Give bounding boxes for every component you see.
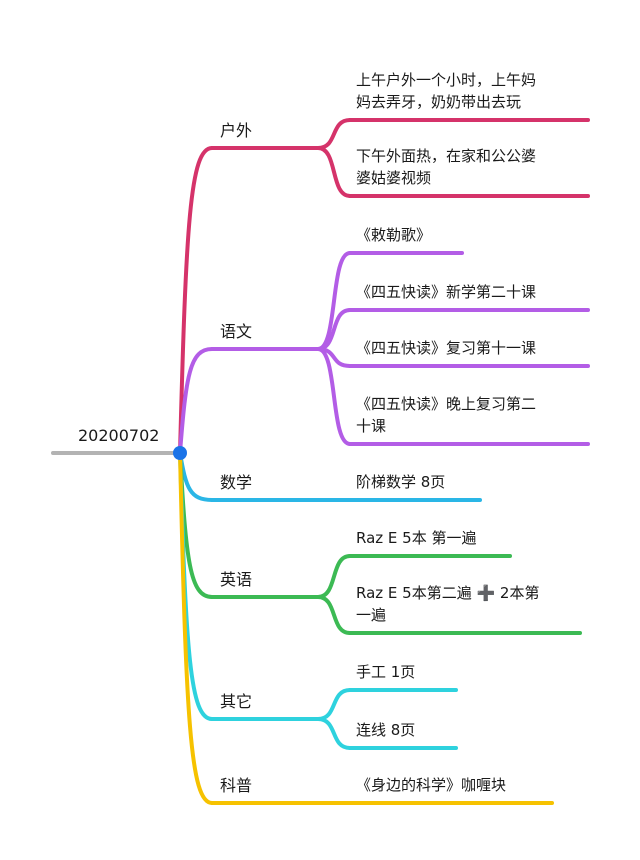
branch-connector — [178, 347, 214, 455]
leaf-text-line: 《身边的科学》咖喱块 — [356, 776, 506, 794]
root-node-dot[interactable] — [173, 446, 187, 460]
leaf-connector — [316, 717, 352, 750]
leaf-item[interactable]: Raz E 5本 第一遍 — [316, 529, 512, 599]
branch-5: 科普 《身边的科学》咖喱块 — [178, 451, 554, 805]
leaf-text-line: Raz E 5本 第一遍 — [356, 529, 476, 547]
root-label[interactable]: 20200702 — [78, 426, 159, 445]
branch-1: 语文 《敕勒歌》《四五快读》新学第二十课《四五快读》复习第十一课《四五快读》晚上复… — [178, 226, 590, 455]
branch-label[interactable]: 其它 — [220, 692, 252, 711]
leaf-text-line: 《四五快读》晚上复习第二 — [356, 395, 536, 413]
leaf-text-line: 《敕勒歌》 — [356, 226, 431, 244]
branch-label[interactable]: 科普 — [220, 776, 252, 795]
leaf-item[interactable]: 《四五快读》复习第十一课 — [316, 339, 590, 368]
leaf-text-line: 阶梯数学 8页 — [356, 473, 445, 491]
leaf-text-line: 十课 — [356, 417, 386, 435]
branch-label[interactable]: 数学 — [220, 473, 252, 492]
leaf-text-line: 连线 8页 — [356, 721, 415, 739]
leaf-item[interactable]: 《身边的科学》咖喱块 — [316, 776, 554, 805]
leaf-connector — [316, 347, 352, 446]
leaf-item[interactable]: 手工 1页 — [316, 663, 458, 721]
leaf-item[interactable]: 连线 8页 — [316, 717, 458, 750]
branch-label[interactable]: 户外 — [220, 121, 252, 140]
leaf-item[interactable]: 阶梯数学 8页 — [316, 473, 482, 502]
branch-connector — [178, 451, 214, 805]
branch-label[interactable]: 英语 — [220, 570, 252, 589]
leaf-text-line: Raz E 5本第二遍 ➕ 2本第 — [356, 584, 539, 602]
leaf-text-line: 《四五快读》复习第十一课 — [356, 339, 536, 357]
branch-2: 数学 阶梯数学 8页 — [178, 451, 482, 502]
leaf-connector — [316, 146, 352, 198]
leaf-connector — [316, 118, 352, 150]
branch-0: 户外上午户外一个小时，上午妈妈去弄牙，奶奶带出去玩下午外面热，在家和公公婆婆姑婆… — [178, 71, 590, 455]
branch-connector — [178, 146, 214, 455]
leaf-text-line: 上午户外一个小时，上午妈 — [356, 71, 536, 89]
leaf-connector — [316, 595, 352, 635]
branch-label[interactable]: 语文 — [220, 322, 252, 341]
leaf-text-line: 一遍 — [356, 606, 386, 624]
leaf-text-line: 手工 1页 — [356, 663, 415, 681]
leaf-connector — [316, 554, 352, 599]
leaf-connector — [316, 688, 352, 721]
leaf-text-line: 婆姑婆视频 — [356, 169, 431, 187]
leaf-text-line: 《四五快读》新学第二十课 — [356, 283, 536, 301]
leaf-text-line: 妈去弄牙，奶奶带出去玩 — [356, 93, 521, 111]
leaf-text-line: 下午外面热，在家和公公婆 — [356, 147, 536, 165]
branch-connector — [178, 451, 214, 502]
